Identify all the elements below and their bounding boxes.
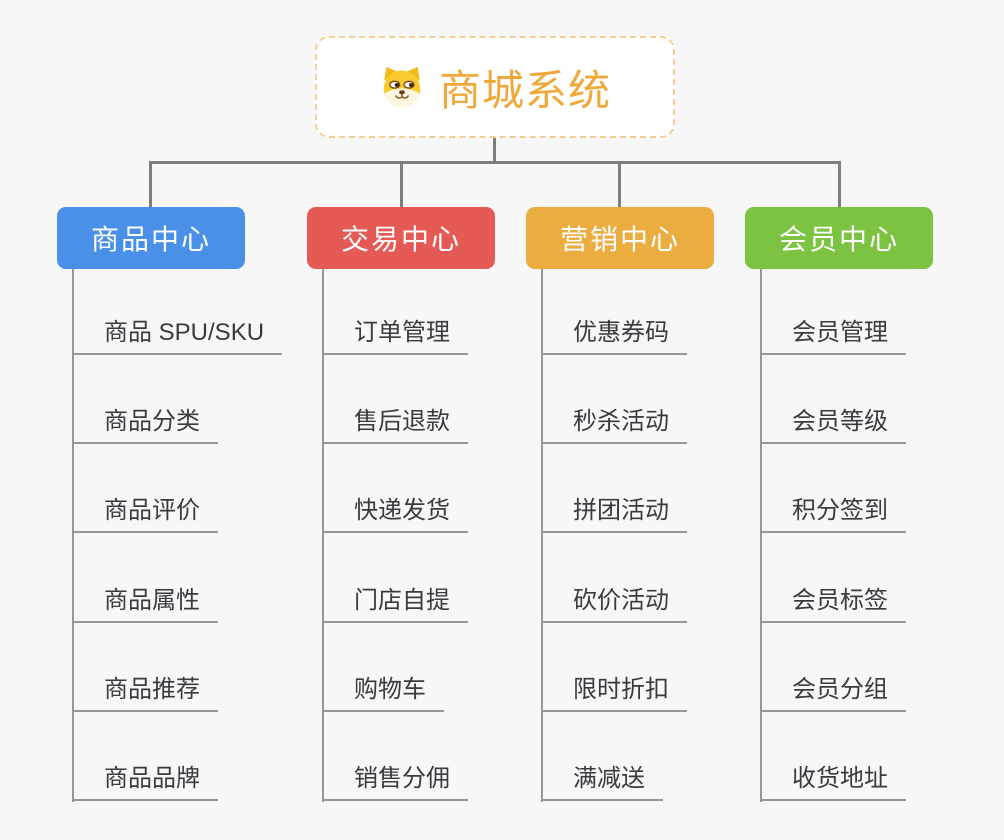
leaf-item[interactable]: 销售分佣	[323, 761, 468, 801]
leaf-item[interactable]: 商品属性	[73, 583, 218, 623]
branch-members: 会员中心 会员管理 会员等级 积分签到 会员标签 会员分组 收货地址	[745, 207, 1004, 827]
connector-horizontal-bar	[149, 161, 841, 164]
leaf-item[interactable]: 商品评价	[73, 493, 218, 533]
branch-products: 商品中心 商品 SPU/SKU 商品分类 商品评价 商品属性 商品推荐 商品品牌	[57, 207, 317, 827]
branch-trade: 交易中心 订单管理 售后退款 快递发货 门店自提 购物车 销售分佣	[307, 207, 567, 827]
leaf-item[interactable]: 限时折扣	[542, 672, 687, 712]
branch-node-members[interactable]: 会员中心	[745, 207, 933, 269]
leaf-item[interactable]: 秒杀活动	[542, 404, 687, 444]
connector-trunk	[322, 269, 324, 802]
leaf-item[interactable]: 收货地址	[761, 761, 906, 801]
connector-trunk	[72, 269, 74, 802]
leaf-item[interactable]: 优惠券码	[542, 315, 687, 355]
branch-node-trade[interactable]: 交易中心	[307, 207, 495, 269]
branch-node-marketing[interactable]: 营销中心	[526, 207, 714, 269]
leaf-item[interactable]: 商品推荐	[73, 672, 218, 712]
connector-root-stub	[493, 138, 496, 164]
connector-branch-stub	[149, 161, 152, 207]
connector-branch-stub	[838, 161, 841, 207]
leaf-item[interactable]: 满减送	[542, 761, 663, 801]
leaf-item[interactable]: 会员管理	[761, 315, 906, 355]
connector-branch-stub	[618, 161, 621, 207]
dog-face-icon	[379, 65, 425, 109]
leaf-item[interactable]: 订单管理	[323, 315, 468, 355]
root-node[interactable]: 商城系统	[315, 36, 675, 138]
leaf-item[interactable]: 门店自提	[323, 583, 468, 623]
branch-marketing: 营销中心 优惠券码 秒杀活动 拼团活动 砍价活动 限时折扣 满减送	[526, 207, 786, 827]
branch-node-products[interactable]: 商品中心	[57, 207, 245, 269]
leaf-item[interactable]: 购物车	[323, 672, 444, 712]
leaf-item[interactable]: 积分签到	[761, 493, 906, 533]
leaf-item[interactable]: 商品品牌	[73, 761, 218, 801]
connector-trunk	[541, 269, 543, 802]
leaf-item[interactable]: 快递发货	[323, 493, 468, 533]
leaf-item[interactable]: 会员标签	[761, 583, 906, 623]
leaf-item[interactable]: 商品 SPU/SKU	[73, 315, 283, 355]
leaf-item[interactable]: 砍价活动	[542, 583, 687, 623]
connector-branch-stub	[400, 161, 403, 207]
leaf-item[interactable]: 商品分类	[73, 404, 218, 444]
leaf-item[interactable]: 会员分组	[761, 672, 906, 712]
root-title: 商城系统	[438, 66, 611, 114]
leaf-item[interactable]: 售后退款	[323, 404, 468, 444]
connector-trunk	[760, 269, 762, 802]
leaf-item[interactable]: 拼团活动	[542, 493, 687, 533]
leaf-item[interactable]: 会员等级	[761, 404, 906, 444]
